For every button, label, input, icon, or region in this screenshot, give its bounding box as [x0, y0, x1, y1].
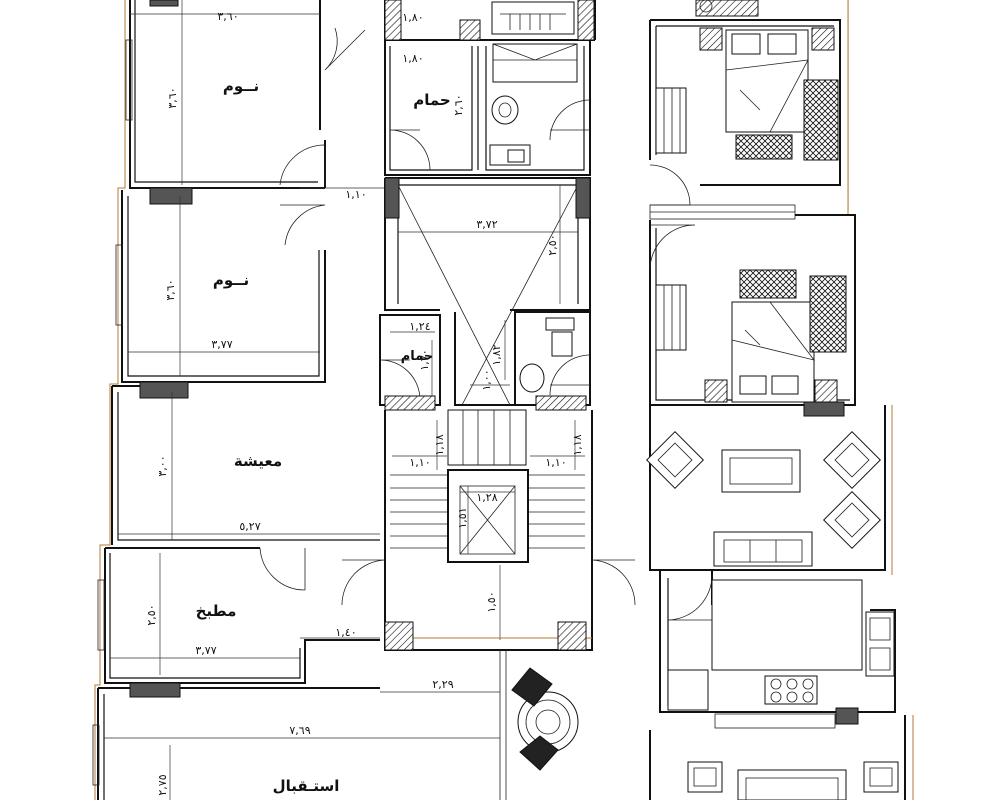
coffee-table-icon [721, 449, 801, 493]
stair-right-flight [528, 474, 585, 549]
dim-bath-depth: ٢,٦٠ [452, 94, 465, 115]
dim-living-depth: ٣,٠٠ [156, 455, 169, 476]
dim-entry-width: ٢,٢٩ [432, 678, 453, 691]
dim-stair-left-width: ١,١٠ [409, 456, 430, 469]
left-wing [92, 0, 500, 800]
room-label-bedroom-1: نــوم [223, 77, 259, 95]
dim-bed1-depth: ٣,٦٠ [166, 87, 179, 108]
armchair-icon [863, 761, 899, 793]
dim-stair-left-height: ١,١٨ [433, 434, 446, 455]
dim-bed2-width: ٣,٧٧ [211, 338, 232, 351]
room-label-living: معيشة [234, 452, 282, 470]
central-core [341, 0, 636, 800]
dimension-labels: ٣,٦٠ ٣,٦٠ ١,٨٠ ١,٨٠ ٢,٦٠ ١,١٠ ٣,٧٢ ٢,٥٠ … [145, 10, 584, 796]
dim-kitchen-corridor: ١,٤٠ [335, 626, 356, 639]
dim-void-depth: ٢,٥٠ [546, 234, 559, 255]
dim-bed1-width: ٣,٦٠ [217, 10, 238, 23]
dining-table-icon [511, 667, 579, 771]
room-label-bathroom-2: حمام [401, 349, 434, 364]
stair-left-flight [390, 474, 447, 549]
dim-reception-width: ٧,٦٩ [289, 724, 310, 737]
dim-kitchen-width: ٣,٧٧ [195, 644, 216, 657]
dim-small-bath-width: ١,٢٤ [409, 320, 430, 333]
dim-bath-width: ١,٨٠ [402, 52, 423, 65]
armchair-icon [646, 431, 704, 489]
dim-bed2-depth: ٣,٦٠ [164, 279, 177, 300]
dim-lift-depth: ١,٥١ [456, 507, 469, 528]
dim-bath-top-width: ١,٨٠ [402, 11, 423, 24]
double-bed-icon [704, 269, 847, 403]
stove-icon [764, 675, 818, 705]
room-label-bathroom-1: حمام [413, 91, 451, 109]
dim-living-width: ٥,٢٧ [239, 520, 260, 533]
room-label-reception: استـقبال [273, 777, 340, 795]
double-bed-icon [699, 27, 839, 161]
dim-stair-right-width: ١,١٠ [545, 456, 566, 469]
dim-reception-depth: ٢,٧٥ [156, 774, 169, 795]
room-label-kitchen: مطبخ [196, 602, 237, 620]
dim-small-shaft: ١,٨٢ [490, 344, 503, 365]
right-wing [511, 0, 914, 800]
dim-stair-right-height: ١,١٨ [571, 434, 584, 455]
dim-lift-width: ١,٢٨ [476, 491, 497, 504]
room-label-bedroom-2: نــوم [213, 271, 249, 289]
dim-small-bath-depth: ١,٧٠ [418, 349, 431, 370]
dim-shaft-bottom: ١,٠٠ [480, 369, 493, 390]
armchair-icon [823, 491, 881, 549]
dim-landing-depth: ١,٥٠ [485, 591, 498, 612]
dim-corridor: ١,١٠ [345, 188, 366, 201]
sofa-icon [713, 531, 813, 567]
armchair-icon [687, 761, 723, 793]
dim-void-width: ٣,٧٢ [476, 218, 497, 231]
dim-kitchen-depth: ٢,٥٠ [145, 604, 158, 625]
room-labels: نــوم نــوم حمام حمام معيشة مطبخ استـقبا… [196, 77, 451, 795]
armchair-icon [823, 431, 881, 489]
